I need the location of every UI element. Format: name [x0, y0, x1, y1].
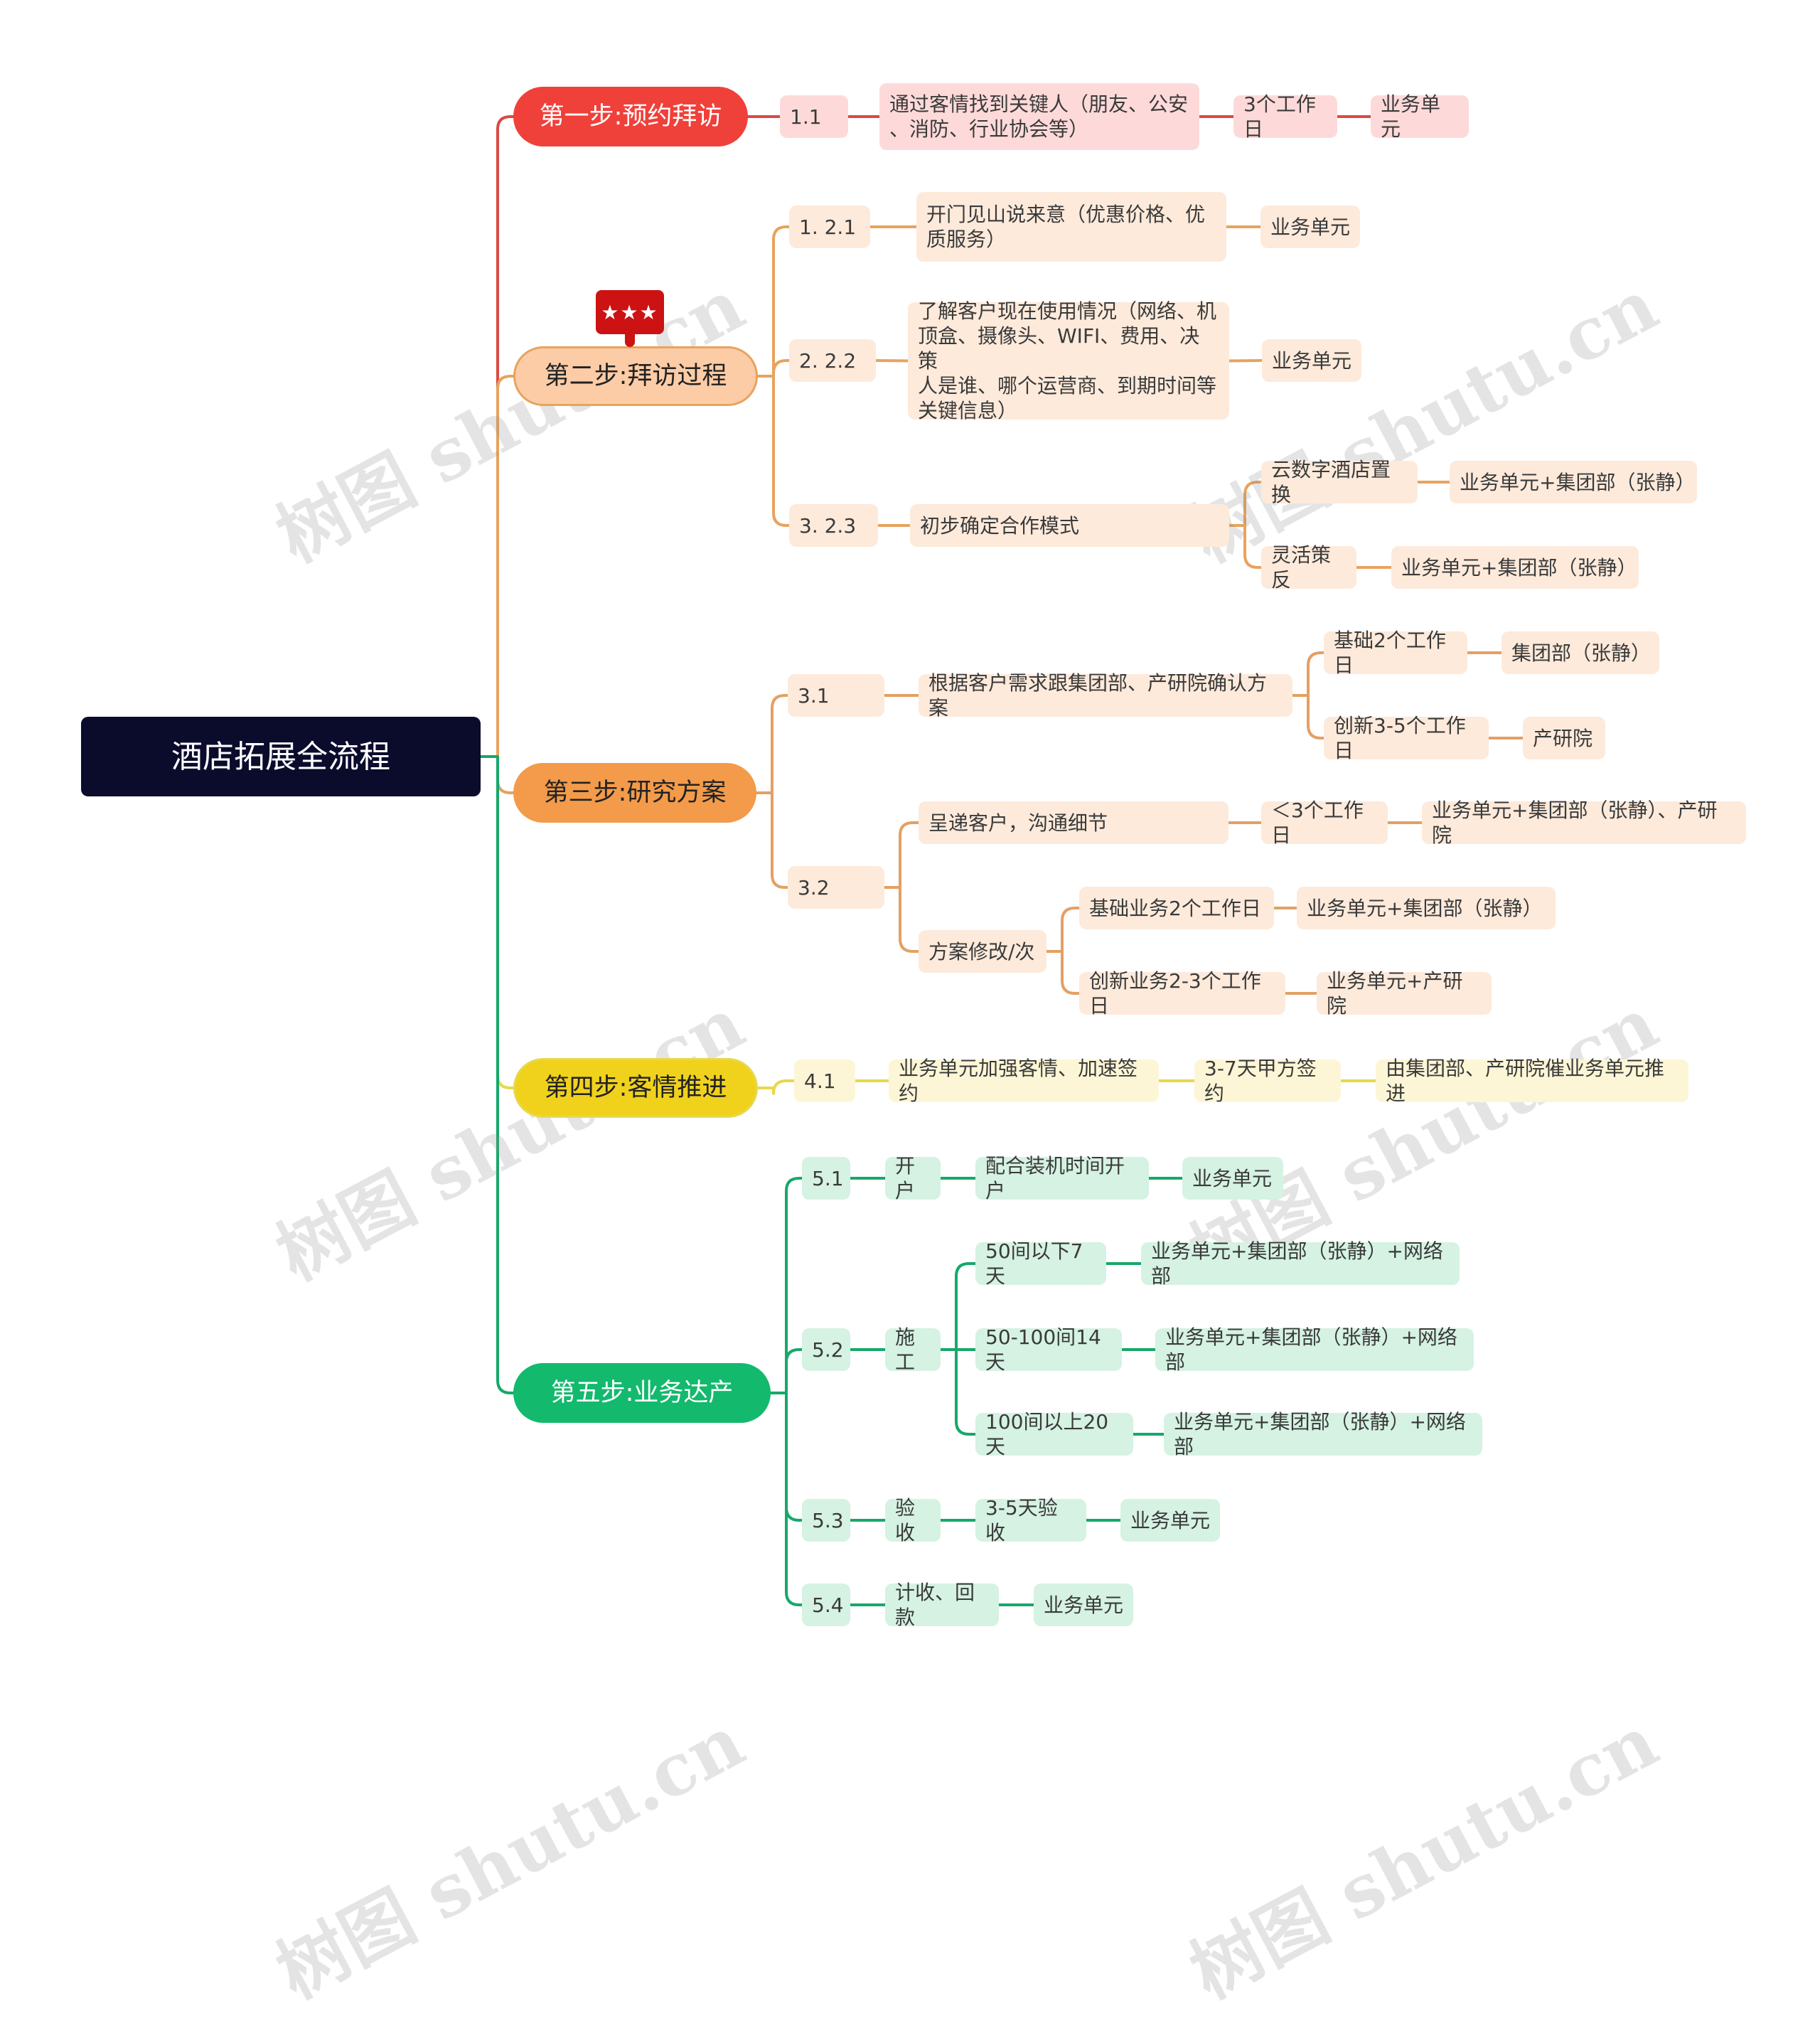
branch-node[interactable]: 业务单元+集团部（张静）、产研院	[1422, 799, 1746, 847]
branch-link	[769, 1392, 803, 1606]
branch-node[interactable]: 3.1	[788, 674, 884, 717]
step-node-3[interactable]: 第三步:研究方案	[513, 763, 756, 823]
branch-node[interactable]: ＜3个工作日	[1261, 799, 1388, 847]
root-node[interactable]: 酒店拓展全流程	[81, 717, 481, 796]
branch-node[interactable]: 初步确定合作模式	[910, 504, 1229, 547]
branch-node[interactable]: 集团部（张静）	[1502, 631, 1659, 674]
branch-node[interactable]: 创新业务2-3个工作日	[1079, 969, 1285, 1018]
branch-node[interactable]: 云数字酒店置换	[1261, 458, 1418, 506]
branch-node[interactable]: 灵活策反	[1261, 543, 1356, 592]
branch-node[interactable]: 方案修改/次	[919, 930, 1046, 973]
link-root-step-2	[479, 375, 515, 758]
branch-link	[939, 1348, 977, 1436]
branch-node[interactable]: 业务单元	[1182, 1157, 1283, 1200]
branch-node[interactable]: 了解客户现在使用情况（网络、机 顶盒、摄像头、WIFI、费用、决策 人是谁、哪个…	[908, 299, 1229, 422]
branch-node[interactable]: 3-5天验收	[975, 1496, 1086, 1544]
branch-link	[1045, 950, 1081, 995]
branch-link	[756, 225, 791, 378]
branch-node[interactable]: 业务单元加强客情、加速签约	[889, 1057, 1159, 1105]
branch-node[interactable]: 业务单元+集团部（张静）+网络部	[1155, 1325, 1474, 1374]
branch-node[interactable]: 业务单元+集团部（张静）	[1391, 546, 1639, 589]
branch-node[interactable]: 业务单元	[1120, 1499, 1220, 1542]
branch-node[interactable]: 产研院	[1523, 717, 1605, 759]
branch-link	[883, 886, 920, 953]
branch-node[interactable]: 验收	[885, 1496, 941, 1544]
branch-node[interactable]: 5.2	[802, 1328, 850, 1371]
branch-link	[883, 821, 920, 889]
branch-link	[755, 791, 789, 889]
branch-link	[756, 375, 791, 527]
branch-node[interactable]: 业务单元+集团部（张静）	[1450, 461, 1697, 503]
branch-link	[755, 694, 789, 794]
branch-node[interactable]: 3. 2.3	[789, 504, 878, 547]
branch-node[interactable]: 创新3-5个工作日	[1324, 714, 1489, 762]
branch-node[interactable]: 1. 2.1	[789, 205, 870, 248]
branch-node[interactable]: 5.4	[802, 1584, 850, 1626]
link-root-step-1	[479, 115, 515, 758]
branch-node[interactable]: 业务单元	[1034, 1584, 1133, 1626]
step-node-1[interactable]: 第一步:预约拜访	[513, 87, 748, 146]
branch-node[interactable]: 开门见山说来意（优惠价格、优 质服务）	[916, 192, 1226, 262]
branch-link	[1228, 524, 1263, 569]
branch-node[interactable]: 1.1	[780, 95, 848, 138]
branch-node[interactable]: 业务单元	[1262, 339, 1361, 382]
branch-node[interactable]: 3.2	[788, 866, 884, 909]
branch-node[interactable]: 3个工作日	[1233, 92, 1337, 141]
branch-link	[756, 359, 791, 378]
step-node-5[interactable]: 第五步:业务达产	[513, 1363, 771, 1423]
branch-link	[1291, 694, 1325, 740]
branch-node[interactable]: 呈递客户，沟通细节	[919, 801, 1228, 844]
branch-node[interactable]: 由集团部、产研院催业务单元推进	[1376, 1057, 1688, 1105]
branch-node[interactable]: 配合装机时间开户	[975, 1154, 1149, 1202]
branch-link	[1045, 907, 1081, 953]
branch-node[interactable]: 根据客户需求跟集团部、产研院确认方案	[919, 671, 1292, 720]
branch-node[interactable]: 业务单元+集团部（张静）+网络部	[1164, 1410, 1482, 1458]
branch-node[interactable]: 2. 2.2	[789, 339, 876, 382]
branch-node[interactable]: 业务单元	[1260, 205, 1360, 248]
flag-pin-icon	[625, 334, 635, 347]
branch-link	[939, 1262, 977, 1351]
watermark: 树图 shutu.cn	[1177, 1699, 1671, 2015]
branch-node[interactable]: 施工	[885, 1325, 941, 1374]
watermark: 树图 shutu.cn	[263, 1699, 757, 2015]
branch-node[interactable]: 业务单元+产研院	[1317, 969, 1492, 1018]
priority-flag-icon: ★★★	[596, 290, 664, 334]
branch-node[interactable]: 100间以上20天	[975, 1410, 1133, 1458]
branch-node[interactable]: 开户	[885, 1154, 941, 1202]
link-root-step-5	[479, 755, 515, 1394]
step-node-2[interactable]: 第二步:拜访过程	[513, 346, 758, 406]
branch-link	[769, 1348, 803, 1394]
branch-node[interactable]: 4.1	[794, 1059, 855, 1102]
connector-lines	[479, 115, 1524, 1606]
branch-node[interactable]: 基础2个工作日	[1324, 629, 1467, 677]
branch-node[interactable]: 50间以下7天	[975, 1239, 1106, 1288]
branch-node[interactable]: 50-100间14天	[975, 1325, 1122, 1374]
branch-link	[1291, 651, 1325, 697]
branch-node[interactable]: 5.3	[802, 1499, 850, 1542]
branch-node[interactable]: 计收、回款	[885, 1581, 999, 1629]
branch-node[interactable]: 通过客情找到关键人（朋友、公安 、消防、行业协会等）	[879, 83, 1199, 150]
branch-node[interactable]: 基础业务2个工作日	[1079, 887, 1274, 929]
branch-node[interactable]: 业务单元+集团部（张静）+网络部	[1141, 1239, 1460, 1288]
branch-link	[756, 1079, 796, 1095]
branch-link	[1228, 481, 1263, 527]
branch-node[interactable]: 3-7天甲方签约	[1194, 1057, 1341, 1105]
branch-link	[769, 1177, 803, 1394]
step-node-4[interactable]: 第四步:客情推进	[513, 1058, 758, 1118]
branch-node[interactable]: 业务单元	[1371, 92, 1469, 141]
branch-node[interactable]: 业务单元+集团部（张静）	[1297, 887, 1556, 929]
branch-node[interactable]: 5.1	[802, 1157, 850, 1200]
